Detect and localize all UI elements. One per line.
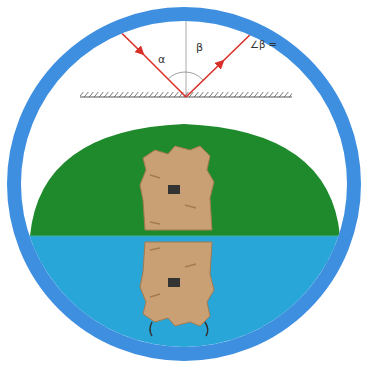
normal-line bbox=[186, 10, 187, 97]
rock bbox=[140, 146, 214, 230]
incident-ray bbox=[141, 52, 186, 97]
reflection-texture bbox=[150, 248, 196, 297]
angle-label: α bbox=[158, 54, 165, 65]
rock-reflection bbox=[140, 242, 214, 326]
rock-window bbox=[168, 185, 180, 194]
angle-arc bbox=[186, 72, 203, 80]
reflection-window bbox=[168, 278, 180, 287]
reflected-ray bbox=[186, 63, 221, 97]
hill bbox=[30, 124, 340, 236]
angle-equation: ∠β = bbox=[250, 40, 277, 50]
angle-label: β bbox=[196, 42, 203, 53]
reflection-ripple bbox=[150, 322, 208, 336]
ring bbox=[14, 14, 354, 354]
shoreline bbox=[20, 236, 350, 237]
angle-arc bbox=[168, 72, 186, 79]
rock-texture bbox=[150, 175, 196, 224]
